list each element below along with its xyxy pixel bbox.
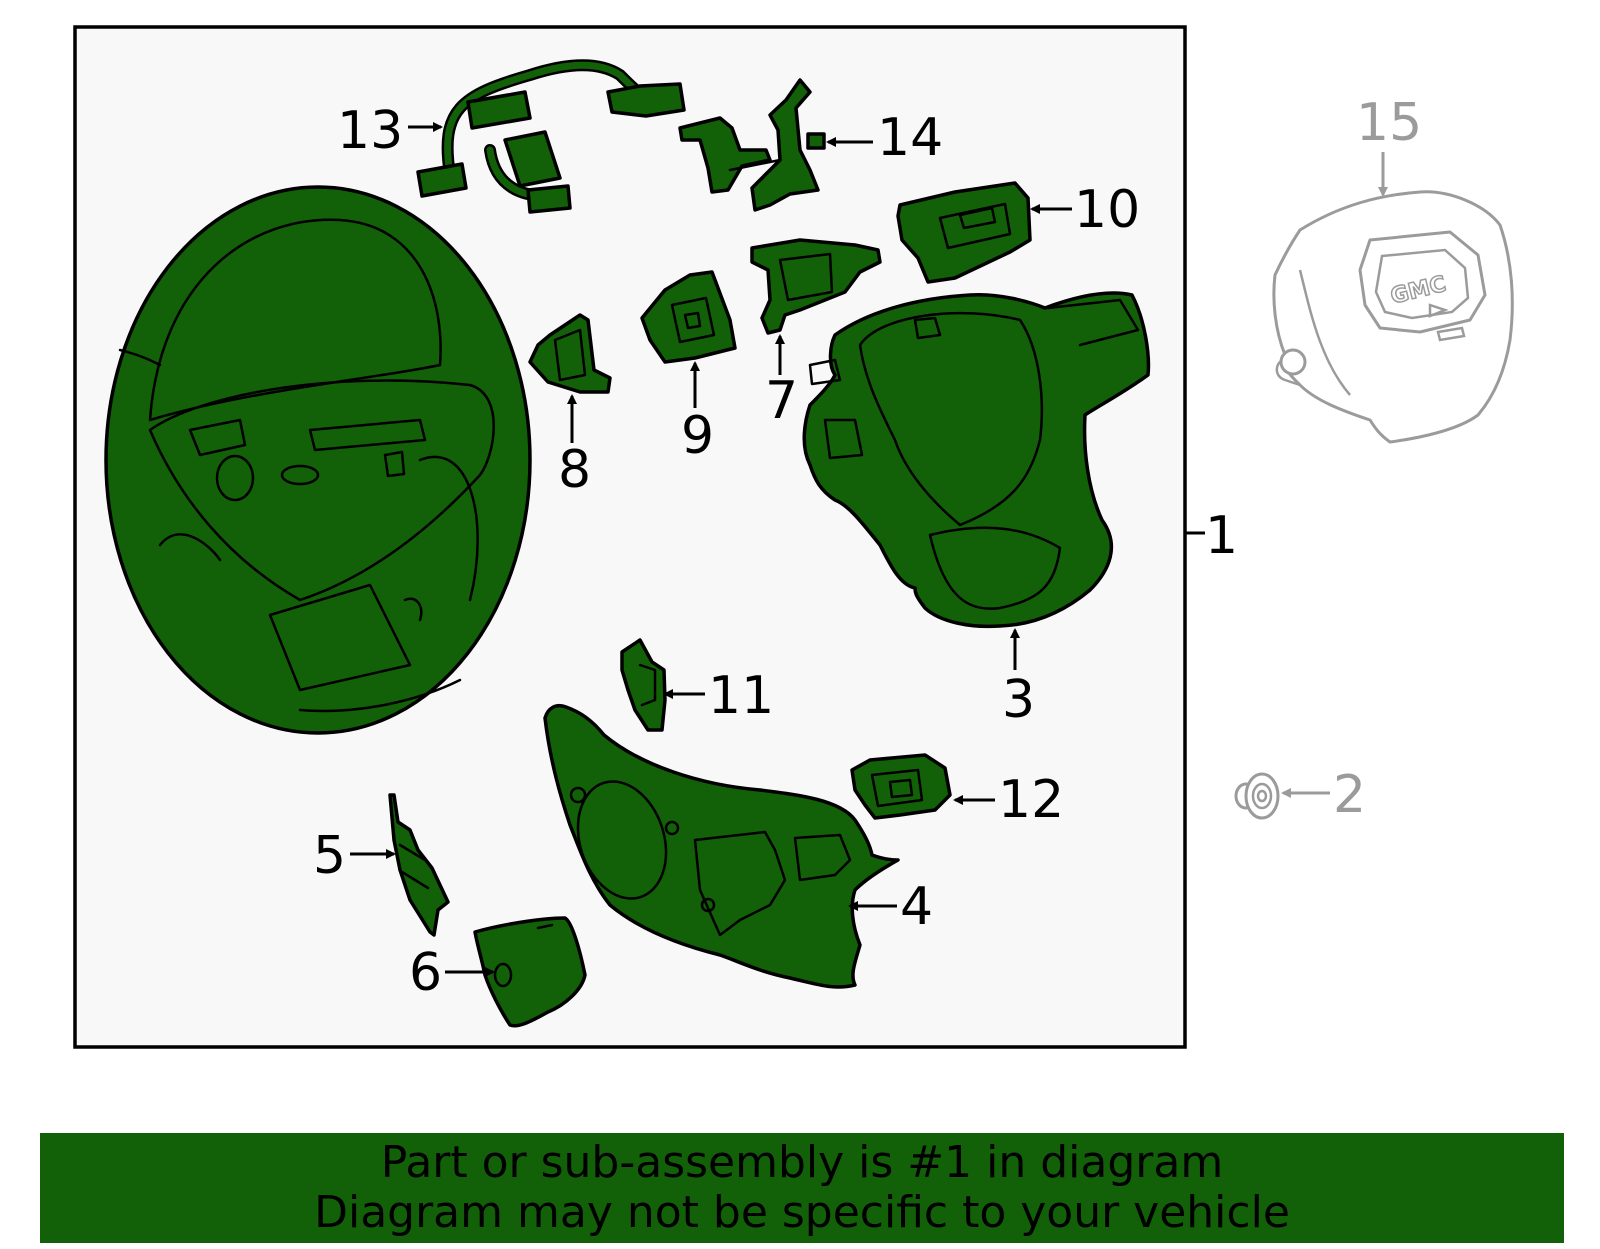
callout-11: 11	[708, 666, 774, 726]
part-8-switch-bezel[interactable]	[528, 313, 612, 394]
callout-labels: 13 14 10 7 9 8 1 3 11 12 4 5 6 15 2	[313, 93, 1422, 1003]
callout-8: 8	[558, 440, 591, 500]
callout-5: 5	[313, 826, 346, 886]
part-12-switch[interactable]	[850, 753, 952, 820]
part-2-screw-ghost[interactable]	[1234, 772, 1280, 820]
callout-1: 1	[1205, 506, 1238, 566]
part-4-lower-trim-cover[interactable]	[543, 703, 900, 989]
callout-9: 9	[681, 406, 714, 466]
part-14-bracket[interactable]	[678, 78, 826, 212]
part-9-switch-module[interactable]	[640, 270, 737, 364]
callout-12: 12	[998, 770, 1064, 830]
info-banner: Part or sub-assembly is #1 in diagram Di…	[40, 1133, 1564, 1243]
part-13-wiring-harness[interactable]	[416, 59, 686, 214]
callout-15: 15	[1356, 93, 1422, 153]
banner-line-2: Diagram may not be specific to your vehi…	[314, 1187, 1290, 1238]
part-10-switch[interactable]	[896, 181, 1032, 284]
leader-lines	[350, 122, 1388, 977]
callout-13: 13	[337, 101, 403, 161]
callout-4: 4	[900, 877, 933, 937]
callout-6: 6	[409, 943, 442, 1003]
callout-2: 2	[1333, 765, 1366, 825]
part-5-trim-strip[interactable]	[388, 793, 450, 937]
part-7-bracket-plate[interactable]	[750, 238, 882, 335]
callout-3: 3	[1002, 670, 1035, 730]
callout-14: 14	[877, 108, 943, 168]
banner-line-1: Part or sub-assembly is #1 in diagram	[380, 1137, 1224, 1188]
part-15-airbag-module-ghost[interactable]: GMC	[1272, 190, 1514, 444]
part-3-airbag-cover[interactable]	[802, 291, 1151, 629]
part-11-clip[interactable]	[620, 638, 667, 732]
part-steering-wheel[interactable]	[104, 185, 532, 735]
callout-10: 10	[1074, 180, 1140, 240]
callout-7: 7	[765, 371, 798, 431]
